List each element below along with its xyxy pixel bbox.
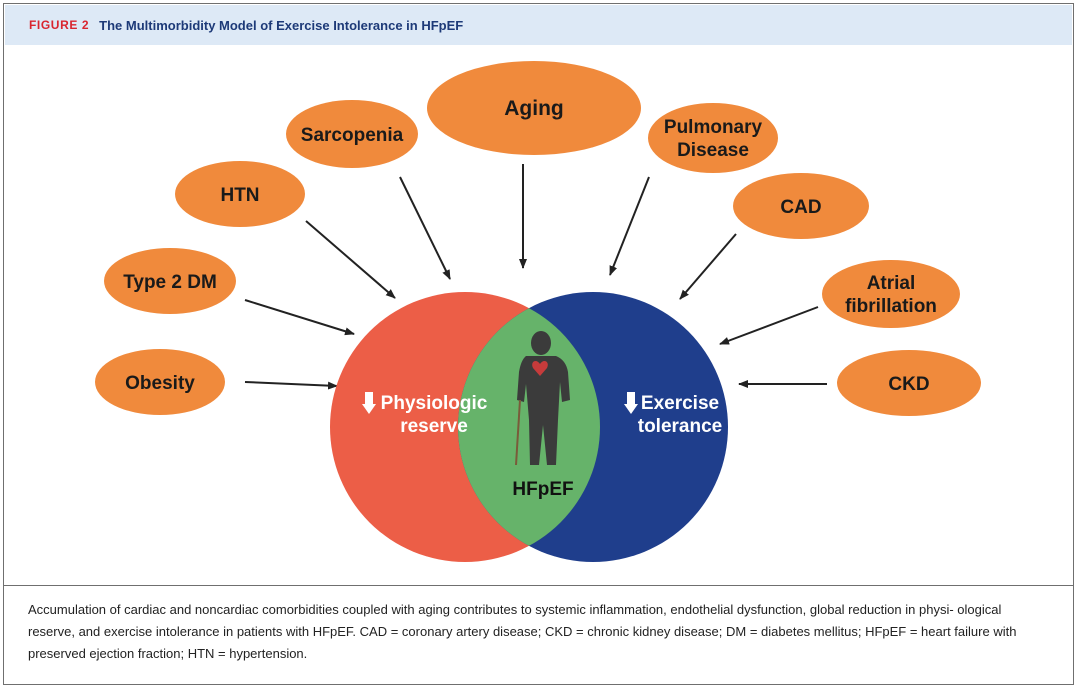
figure-caption: Accumulation of cardiac and noncardiac c… — [28, 602, 1017, 661]
oval-label-line-1: Pulmonary — [664, 117, 763, 138]
arrow-htn — [305, 220, 396, 299]
oval-label-line-2: fibrillation — [845, 296, 937, 317]
figure-title: The Multimorbidity Model of Exercise Int… — [99, 17, 464, 33]
oval-ckd: CKD — [837, 350, 981, 416]
person-silhouette-icon — [515, 331, 570, 466]
oval-label: Sarcopenia — [301, 125, 404, 146]
oval-label: CAD — [780, 197, 821, 218]
oval-label: Obesity — [125, 373, 195, 394]
arrow-cad — [679, 233, 737, 300]
oval-label-line-1: Atrial — [867, 273, 916, 294]
right-down-arrow-icon — [624, 392, 638, 414]
right-circle-label-line-1: Exercise — [641, 393, 719, 414]
oval-aging: Aging — [427, 61, 641, 155]
left-circle-label-line-2: reserve — [400, 416, 468, 437]
oval-cad: CAD — [733, 173, 869, 239]
oval-atrial-fibrillation: Atrial fibrillation — [822, 260, 960, 328]
venn-diagram: Physiologic reserve Exercise tolerance H… — [330, 292, 728, 562]
arrow-sarcopenia — [399, 176, 451, 280]
oval-htn: HTN — [175, 161, 305, 227]
left-down-arrow-icon — [362, 392, 376, 414]
oval-pulmonary-disease: Pulmonary Disease — [648, 103, 778, 173]
oval-type2dm: Type 2 DM — [104, 248, 236, 314]
oval-label: Type 2 DM — [123, 272, 217, 293]
comorbidity-ovals: Obesity Type 2 DM HTN Sarcopenia Aging P… — [95, 61, 981, 416]
oval-label-line-2: Disease — [677, 140, 749, 161]
arrow-pulmonary-disease — [609, 176, 650, 276]
arrows-group — [244, 164, 827, 390]
arrow-type2dm — [244, 299, 355, 336]
oval-label: Aging — [504, 97, 563, 120]
figure-header: FIGURE 2 The Multimorbidity Model of Exe… — [5, 5, 1072, 45]
arrow-atrial-fibrillation — [719, 306, 819, 345]
oval-obesity: Obesity — [95, 349, 225, 415]
figure-label: FIGURE 2 — [29, 18, 90, 32]
oval-sarcopenia: Sarcopenia — [286, 100, 418, 168]
right-circle-label-line-2: tolerance — [638, 416, 722, 437]
arrow-obesity — [244, 381, 338, 390]
center-label: HFpEF — [512, 479, 573, 500]
left-circle-label-line-1: Physiologic — [381, 393, 488, 414]
oval-label: CKD — [888, 374, 929, 395]
oval-label: HTN — [220, 185, 259, 206]
caption-divider — [4, 585, 1073, 586]
